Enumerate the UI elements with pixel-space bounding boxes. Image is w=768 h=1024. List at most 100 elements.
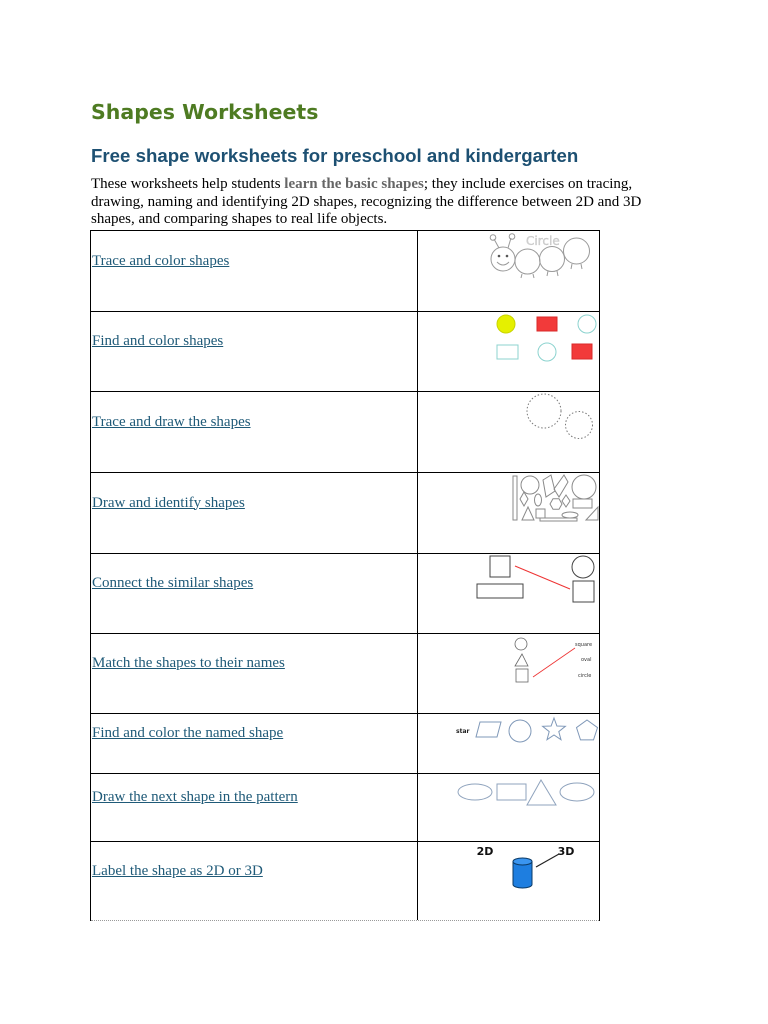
- mixed-shapes-thumbnail: [512, 474, 599, 522]
- triangle-shape: [521, 505, 535, 521]
- table-cell-label: Trace and draw the shapes: [91, 392, 418, 472]
- body-circle: [514, 248, 541, 275]
- square-shape: [515, 668, 529, 683]
- table-cell-label: Connect the similar shapes: [91, 554, 418, 633]
- rectangle-shape: [572, 498, 593, 509]
- caterpillar-smile: [496, 261, 510, 266]
- dotted-circle: [526, 393, 562, 429]
- connect-shapes-thumbnail: [476, 555, 595, 603]
- worksheet-link-draw-identify[interactable]: Draw and identify shapes: [92, 494, 245, 511]
- page-subtitle: Free shape worksheets for preschool and …: [91, 145, 579, 166]
- oval-shape: [561, 511, 579, 519]
- left-antenna: [493, 238, 500, 249]
- table-cell-label: Trace and color shapes: [91, 231, 418, 311]
- intro-text-start: These worksheets help students: [91, 176, 285, 192]
- table-row: Match the shapes to their names square o…: [91, 634, 599, 714]
- worksheet-link-match-names[interactable]: Match the shapes to their names: [92, 655, 285, 671]
- oval-shape: [559, 782, 595, 802]
- triangle-shape: [526, 779, 557, 806]
- triangle-shape: [584, 505, 599, 521]
- pentagon-shape: [575, 719, 599, 741]
- rectangle-shape: [539, 517, 578, 522]
- connector-line: [514, 565, 571, 590]
- oval-shape: [534, 493, 542, 507]
- table-cell-label: Label the shape as 2D or 3D: [91, 842, 418, 920]
- table-cell-label: Draw and identify shapes: [91, 473, 418, 553]
- label-3d: 3D: [558, 845, 575, 858]
- dotted-circle: [565, 411, 593, 439]
- circle-shape: [571, 555, 595, 579]
- oval-shape: [457, 783, 493, 801]
- worksheet-link-named-shape[interactable]: Find and color the named shape: [92, 725, 284, 741]
- worksheet-link-find-color[interactable]: Find and color shapes: [92, 333, 224, 349]
- intro-paragraph: These worksheets help students learn the…: [91, 176, 661, 229]
- teal-circle: [577, 314, 597, 334]
- table-cell-label: Match the shapes to their names: [91, 634, 418, 713]
- table-cell-thumbnail: Circle: [418, 231, 599, 311]
- table-row: Trace and draw the shapes: [91, 392, 599, 473]
- intro-highlight: learn the basic shapes: [284, 176, 424, 192]
- teal-rectangle: [496, 344, 519, 360]
- table-cell-thumbnail: star: [418, 714, 599, 773]
- worksheet-link-next-pattern[interactable]: Draw the next shape in the pattern: [92, 789, 298, 805]
- table-row: Connect the similar shapes: [91, 554, 599, 634]
- table-row: Label the shape as 2D or 3D 2D 3D: [91, 842, 599, 921]
- caterpillar-eye: [505, 254, 509, 258]
- parallelogram-shape: [475, 721, 502, 738]
- circle-shape: [514, 637, 528, 651]
- table-row: Find and color shapes: [91, 312, 599, 392]
- dotted-circles-thumbnail: [526, 393, 593, 439]
- red-square: [571, 343, 593, 360]
- square-shape: [572, 580, 595, 603]
- star-shape: [541, 716, 567, 741]
- table-cell-thumbnail: [418, 554, 599, 633]
- shape-name-square: square: [575, 642, 592, 648]
- worksheet-link-2d-3d[interactable]: Label the shape as 2D or 3D: [92, 862, 263, 879]
- cylinder-2d-3d-thumbnail: 2D 3D: [477, 845, 575, 889]
- quadrilateral-shape: [553, 474, 569, 498]
- table-row: Trace and color shapes Circle: [91, 231, 599, 312]
- table-cell-thumbnail: square oval circle: [418, 634, 599, 713]
- worksheet-link-connect-similar[interactable]: Connect the similar shapes: [92, 575, 254, 591]
- red-square: [536, 316, 558, 332]
- intro-text-end: ; they include exercises on tracing, dra…: [91, 176, 642, 227]
- table-cell-thumbnail: [418, 473, 599, 553]
- table-cell-thumbnail: 2D 3D: [418, 842, 599, 920]
- table-cell-thumbnail: [418, 774, 599, 841]
- table-row: Draw the next shape in the pattern: [91, 774, 599, 842]
- yellow-circle: [496, 314, 516, 334]
- shape-name-circle: circle: [578, 673, 591, 679]
- caterpillar-circles-thumbnail: Circle: [489, 233, 590, 279]
- connector-line: [532, 647, 576, 678]
- shape-name-oval: oval: [581, 657, 591, 663]
- table-row: Find and color the named shape star: [91, 714, 599, 774]
- body-circle: [539, 246, 565, 272]
- diamond-shape: [519, 490, 529, 508]
- circle-word: Circle: [526, 234, 560, 248]
- table-cell-label: Find and color the named shape: [91, 714, 418, 773]
- label-2d: 2D: [477, 845, 494, 858]
- caterpillar-legs: [520, 263, 583, 279]
- circle-shape: [520, 475, 540, 495]
- body-circle: [563, 237, 590, 265]
- table-row: Draw and identify shapes: [91, 473, 599, 554]
- worksheet-link-trace-draw[interactable]: Trace and draw the shapes: [92, 413, 251, 430]
- left-antenna-tip: [489, 234, 497, 241]
- table-cell-label: Find and color shapes: [91, 312, 418, 391]
- hexagon-shape: [549, 498, 563, 510]
- rectangle-shape: [496, 783, 527, 801]
- page-title: Shapes Worksheets: [91, 100, 319, 124]
- blue-cylinder: [512, 857, 533, 889]
- caterpillar-eye: [497, 254, 501, 258]
- worksheet-link-trace-color[interactable]: Trace and color shapes: [92, 252, 230, 269]
- teal-circle: [537, 342, 557, 362]
- thin-rectangle: [512, 475, 518, 521]
- pattern-thumbnail: [457, 779, 595, 806]
- triangle-shape: [514, 653, 529, 667]
- circle-shape: [571, 474, 597, 500]
- worksheets-table: Trace and color shapes Circle: [90, 230, 600, 921]
- right-antenna-tip: [508, 233, 516, 240]
- named-shape-thumbnail: star: [456, 716, 599, 743]
- table-cell-thumbnail: [418, 312, 599, 391]
- match-names-thumbnail: square oval circle: [514, 637, 592, 683]
